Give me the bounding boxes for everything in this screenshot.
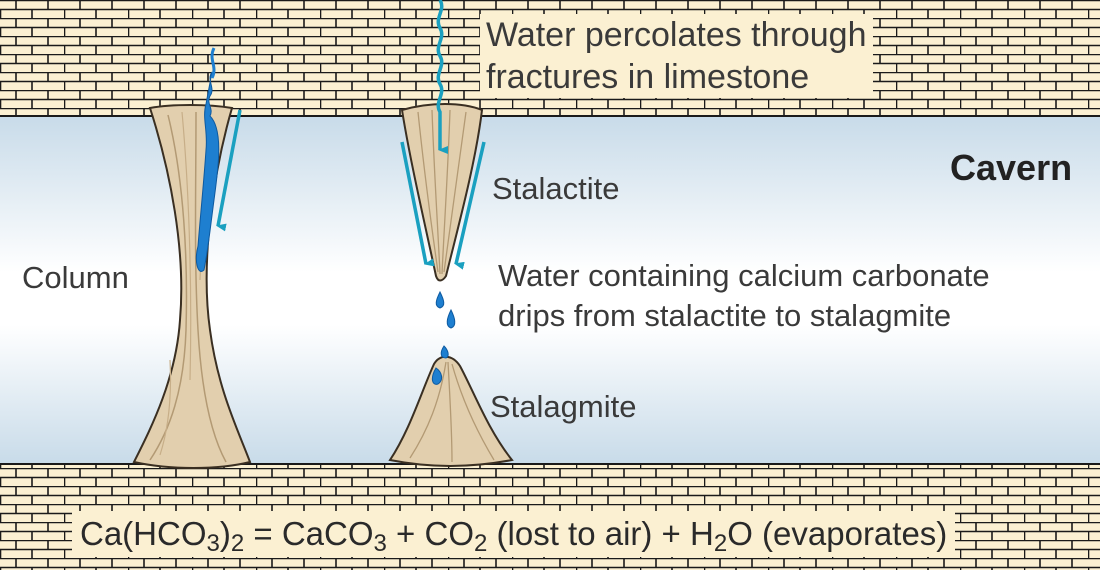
column-formation: [132, 47, 252, 469]
percolates-line2: fractures in limestone: [486, 58, 810, 96]
stalactite-formation: [400, 103, 484, 282]
equation-sub: 2: [230, 530, 245, 557]
equation-lost: (lost to air) + H: [487, 515, 714, 552]
column-water-film: [195, 71, 220, 272]
equation-caco: = CaCO: [244, 515, 374, 552]
equation-co: + CO: [386, 515, 474, 552]
cavern-label: Cavern: [950, 147, 1073, 188]
stalactite-label: Stalactite: [492, 171, 620, 206]
drips-line2: drips from stalactite to stalagmite: [498, 298, 952, 333]
drips-line1: Water containing calcium carbonate: [498, 258, 990, 293]
stalactite-flow-arrow-right: [454, 141, 486, 270]
percolating-water-arrow: [436, 0, 448, 154]
percolates-line1: Water percolates through: [486, 16, 867, 54]
equation-sub: 3: [206, 530, 220, 557]
equation-evap: O (evaporates): [727, 515, 948, 552]
chemical-equation: Ca(HCO3)2 = CaCO3 + CO2 (lost to air) + …: [72, 511, 956, 557]
percolates-label: Water percolates through fractures in li…: [480, 14, 873, 98]
column-flow-arrow: [216, 109, 242, 232]
water-drops: [435, 290, 456, 329]
equation-sub: 3: [373, 530, 387, 557]
stalactite-flow-arrow-left: [400, 141, 435, 267]
stalagmite-label: Stalagmite: [490, 389, 637, 424]
column-label: Column: [22, 260, 129, 295]
equation-reactant: Ca(HCO: [80, 515, 207, 552]
stalagmite-formation: [388, 345, 514, 467]
equation-sub: 2: [474, 530, 488, 557]
equation-paren: ): [219, 515, 231, 552]
drips-label: Water containing calcium carbonate drips…: [498, 256, 990, 336]
equation-sub: 2: [713, 530, 728, 557]
